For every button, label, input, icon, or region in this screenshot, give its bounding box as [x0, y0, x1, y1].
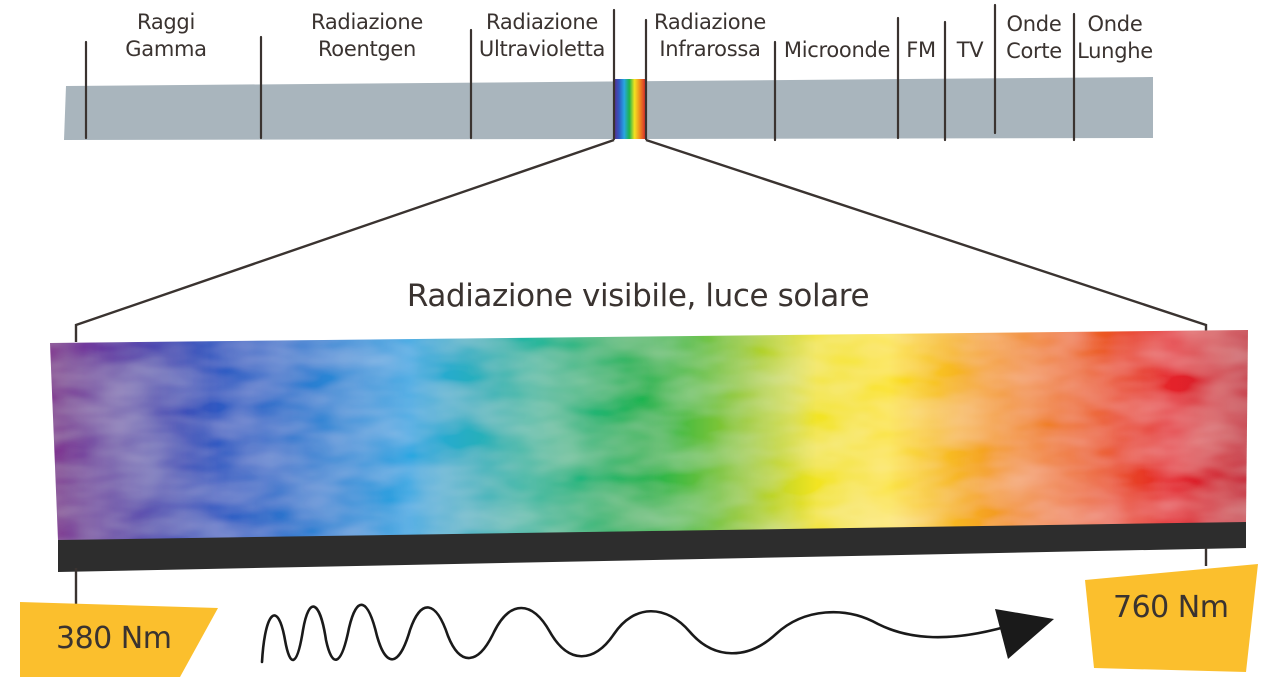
visible-spectrum-band	[50, 330, 1248, 572]
band-label-microwave: Microonde	[784, 38, 890, 62]
visible-radiation-title: Radiazione visibile, luce solare	[407, 278, 869, 314]
wavelength-wave	[262, 605, 1054, 662]
visible-light-mini-band	[614, 79, 646, 139]
band-label-tv: TV	[956, 38, 985, 62]
spectrum-gray-bar	[64, 77, 1153, 140]
range-end-tag: 760 Nm	[1085, 564, 1258, 672]
range-start-tag: 380 Nm	[20, 602, 218, 677]
spectrum-gradient	[50, 330, 1248, 540]
start-wavelength-label: 380 Nm	[56, 621, 171, 656]
em-spectrum-bar	[64, 77, 1153, 140]
wave-line	[262, 605, 1005, 662]
wave-arrowhead-icon	[995, 609, 1054, 659]
end-wavelength-label: 760 Nm	[1113, 590, 1228, 625]
band-label-fm: FM	[906, 38, 936, 62]
